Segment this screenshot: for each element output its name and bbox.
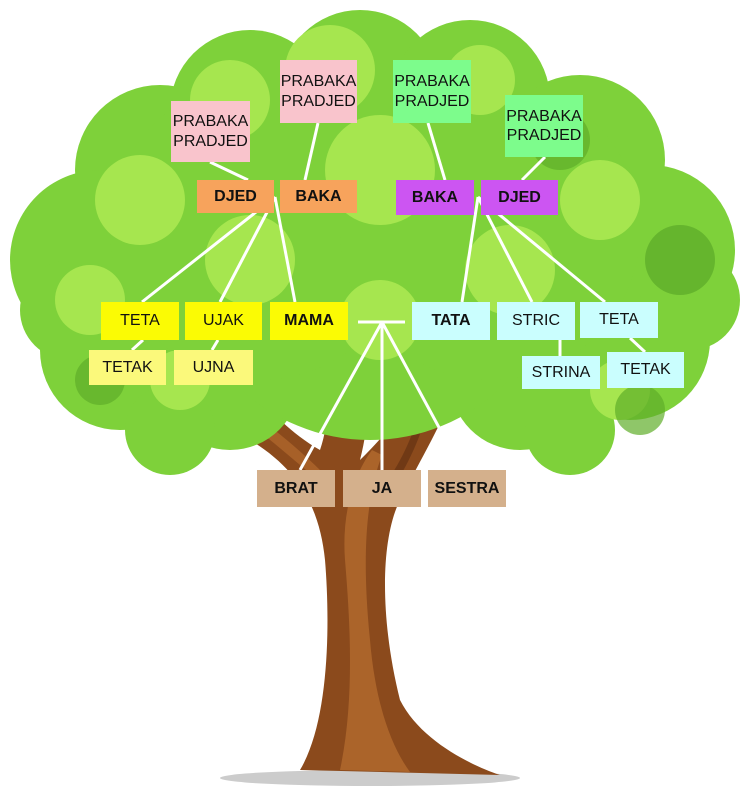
maternal-aunt-spouse: TETAK: [89, 350, 166, 385]
maternal-great-grandparents-left: PRABAKA PRADJED: [171, 101, 250, 162]
brother: BRAT: [257, 470, 335, 507]
paternal-uncle: STRIC: [497, 302, 575, 340]
tree-foliage: [10, 10, 740, 475]
maternal-grandfather: DJED: [197, 180, 274, 213]
mother: MAMA: [270, 302, 348, 340]
ground-shadow: [220, 770, 520, 786]
sister: SESTRA: [428, 470, 506, 507]
maternal-uncle-spouse: UJNA: [174, 350, 253, 385]
paternal-great-grandparents-right: PRABAKA PRADJED: [505, 95, 583, 157]
paternal-great-grandparents-left: PRABAKA PRADJED: [393, 60, 471, 123]
paternal-grandfather: DJED: [481, 180, 558, 215]
maternal-great-grandparents-right: PRABAKA PRADJED: [280, 60, 357, 123]
father: TATA: [412, 302, 490, 340]
me: JA: [343, 470, 421, 507]
maternal-aunt: TETA: [101, 302, 179, 340]
paternal-grandmother: BAKA: [396, 180, 474, 215]
maternal-uncle: UJAK: [185, 302, 262, 340]
paternal-aunt-spouse: TETAK: [607, 352, 684, 388]
paternal-aunt: TETA: [580, 302, 658, 338]
maternal-grandmother: BAKA: [280, 180, 357, 213]
paternal-uncle-spouse: STRINA: [522, 356, 600, 389]
